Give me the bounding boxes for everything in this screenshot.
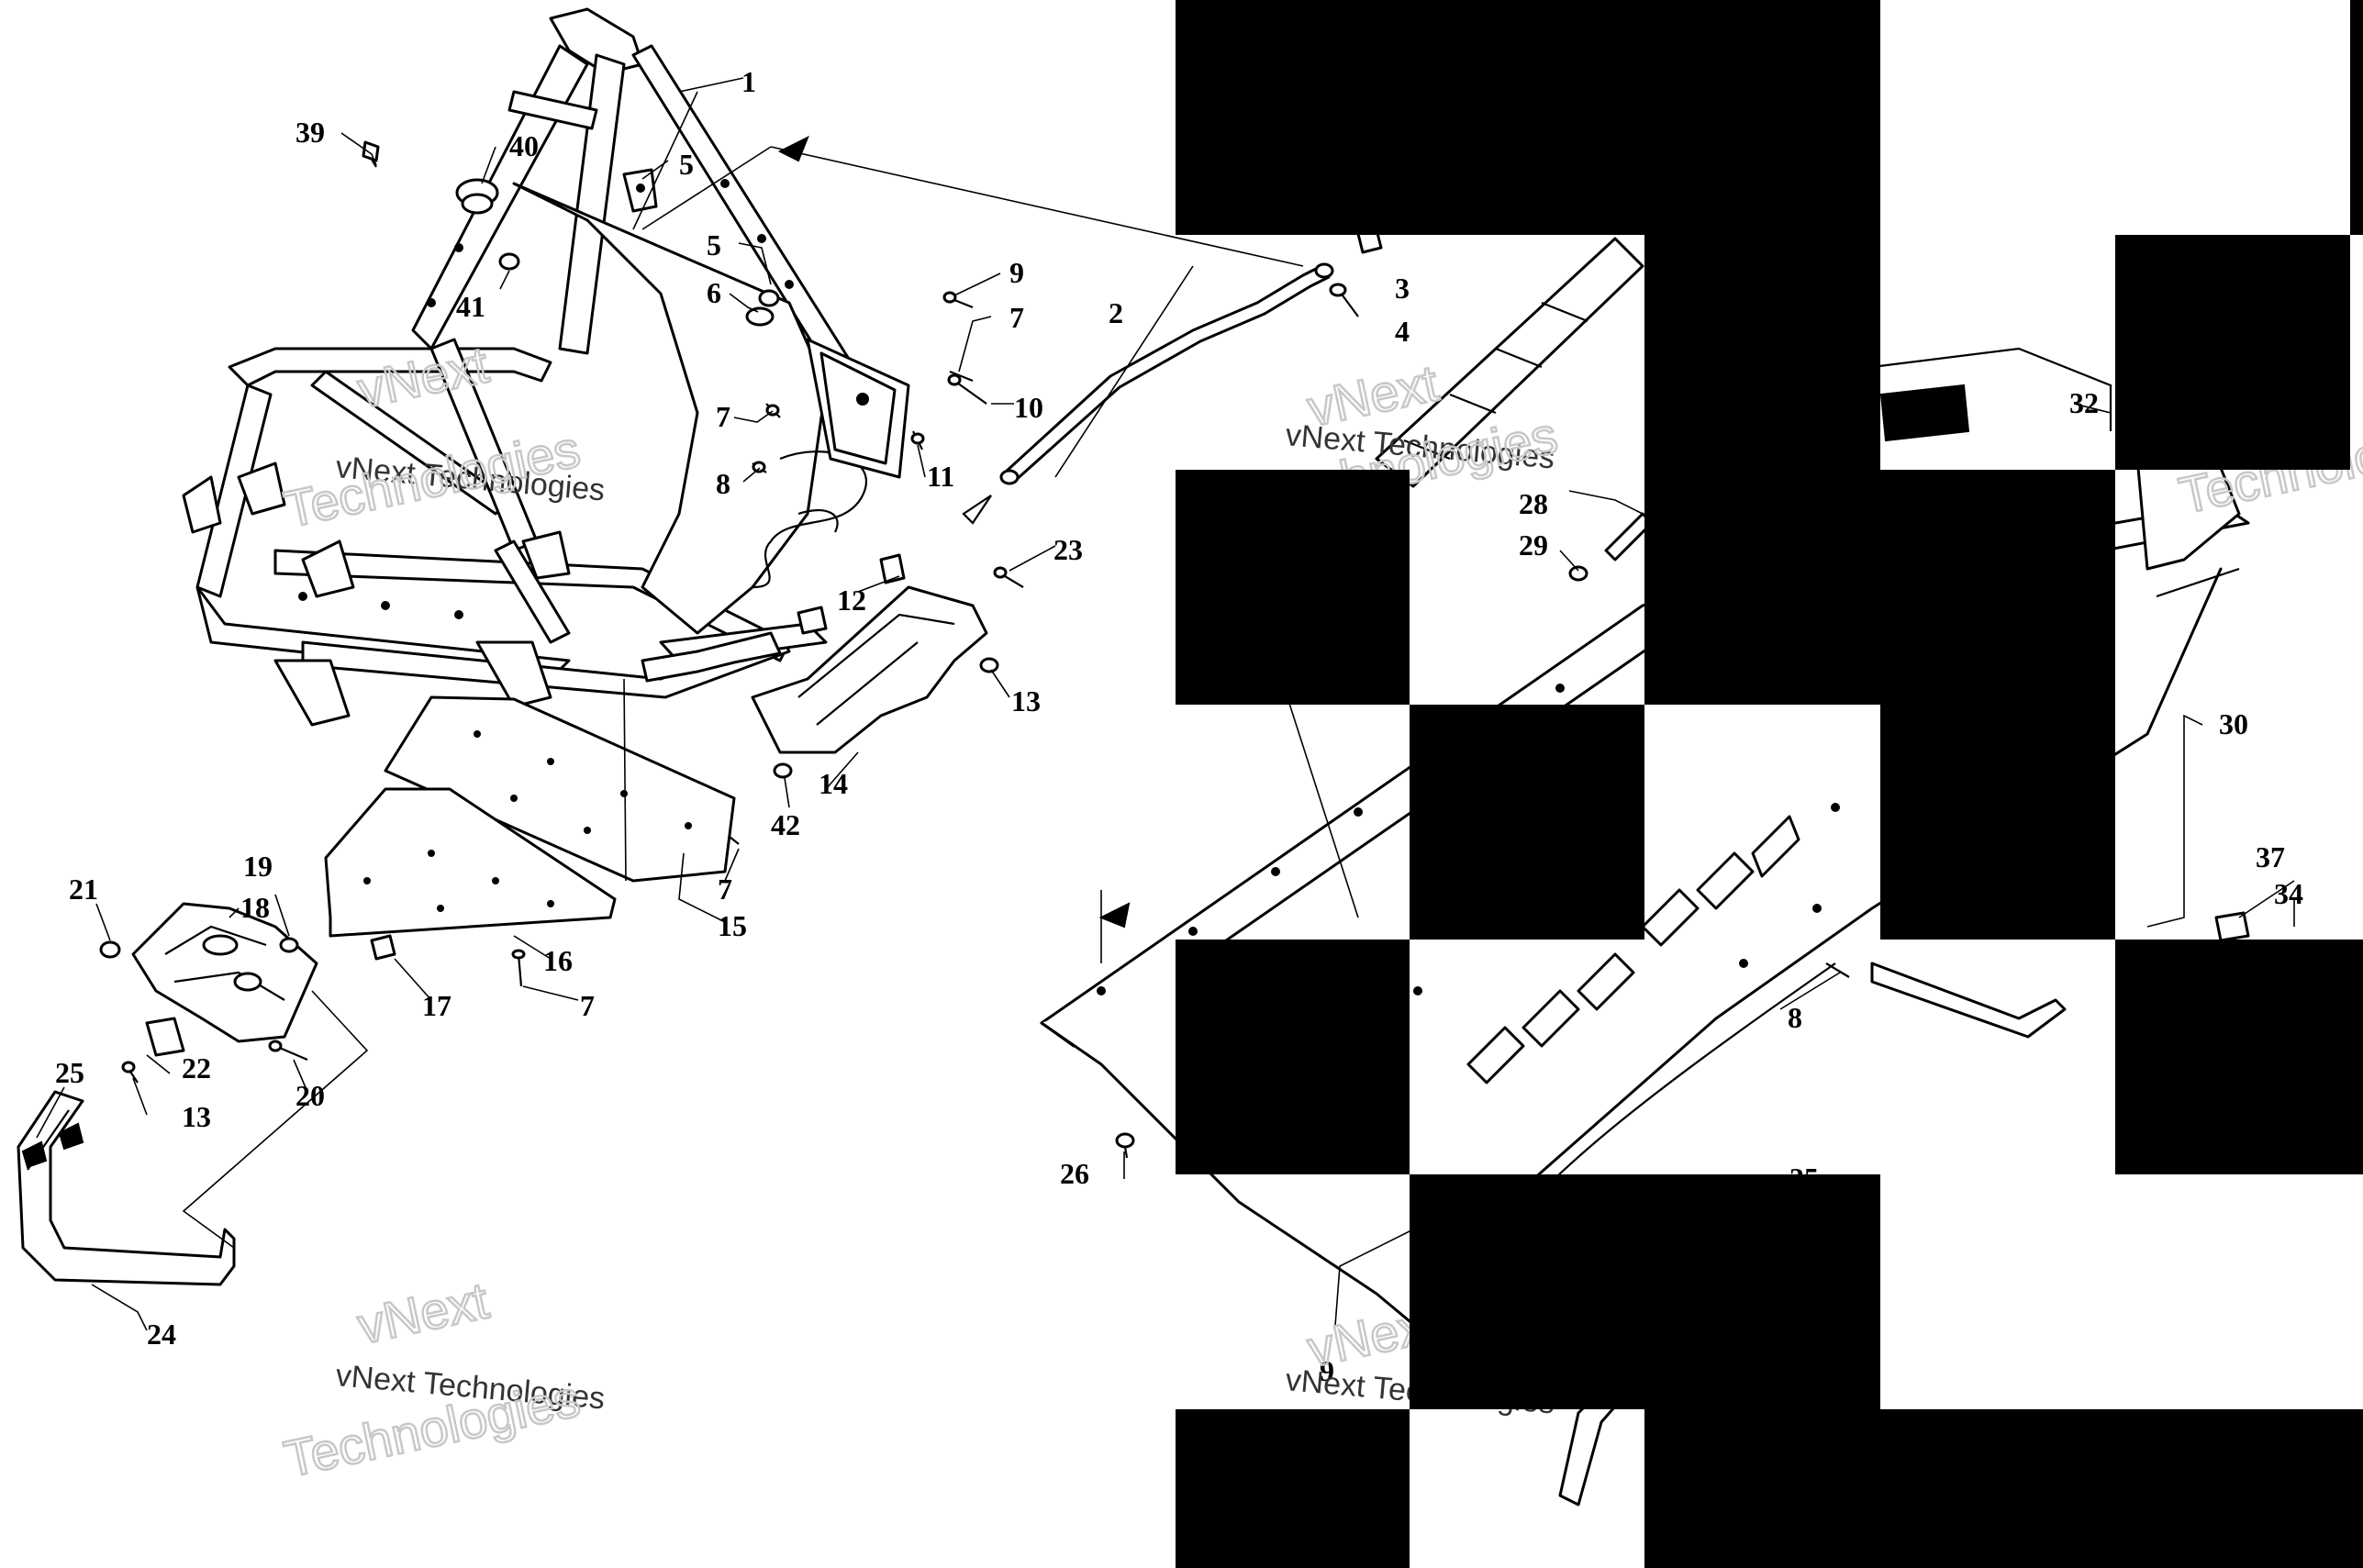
rivet-7c [729, 836, 740, 845]
watermark-large-a: vNext [352, 1271, 494, 1354]
callout-5b: 5 [707, 228, 721, 261]
callout-14: 14 [819, 767, 848, 800]
callout-20: 20 [295, 1079, 325, 1112]
latch-37-34 [2214, 911, 2250, 942]
callout-24: 24 [147, 1318, 176, 1351]
bracket-14 [751, 553, 999, 779]
callout-40: 40 [509, 129, 539, 162]
bumper-caps-25 [21, 1122, 84, 1169]
callout-10: 10 [1014, 391, 1043, 424]
callout-12: 12 [837, 584, 866, 617]
bracket-5a [622, 168, 658, 213]
callout-4: 4 [1395, 315, 1410, 348]
rivet-7d [511, 949, 526, 987]
callout-9a: 9 [1009, 256, 1024, 289]
callout-7b: 7 [716, 400, 730, 433]
callout-9b: 9 [1320, 1354, 1334, 1387]
arrow-outline [962, 495, 992, 525]
callout-7c: 7 [718, 873, 732, 906]
callout-30: 30 [2219, 707, 2248, 740]
watermark-large-b: Technologies [279, 419, 585, 539]
callout-17: 17 [422, 989, 451, 1022]
grommet-40 [455, 178, 499, 215]
redaction-mask [1176, 0, 2363, 1568]
clip-17 [370, 934, 396, 961]
callout-42: 42 [771, 808, 800, 841]
callout-6: 6 [707, 276, 721, 309]
callout-25: 25 [55, 1056, 84, 1089]
callout-37: 37 [2256, 840, 2285, 873]
callout-39: 39 [295, 116, 325, 149]
tunnel-vents [1466, 815, 1800, 1084]
callout-11: 11 [927, 460, 954, 493]
callout-34: 34 [2274, 877, 2303, 910]
skid-plate-16 [324, 787, 617, 938]
washer-6 [745, 306, 775, 327]
callout-16: 16 [543, 944, 573, 977]
arrow-tunnel [1098, 902, 1131, 929]
callout-8a: 8 [716, 467, 730, 500]
callout-3: 3 [1395, 272, 1410, 305]
callout-29: 29 [1519, 528, 1548, 562]
callout-1: 1 [741, 65, 756, 98]
callout-7a: 7 [1009, 301, 1024, 334]
callout-26: 26 [1060, 1157, 1089, 1190]
nut-5b [758, 289, 780, 307]
nut-21 [99, 940, 121, 959]
callout-labels: 1 39 40 5 5 6 41 9 7 10 7 8 11 2 3 4 23 … [55, 65, 2303, 1387]
fasteners-right-of-frame [752, 291, 1024, 588]
bolt-4 [1329, 283, 1359, 317]
callout-2: 2 [1109, 296, 1123, 329]
callout-5a: 5 [679, 148, 694, 181]
callout-19: 19 [243, 850, 273, 883]
callout-13b: 13 [182, 1100, 211, 1133]
callout-28: 28 [1519, 487, 1548, 520]
screw-13b [121, 1061, 139, 1084]
nut-41 [498, 252, 520, 271]
tube-2 [999, 262, 1334, 485]
callout-21: 21 [69, 873, 98, 906]
callout-23: 23 [1053, 533, 1083, 566]
knob-22 [145, 1017, 185, 1057]
callout-32: 32 [2069, 386, 2099, 419]
frame-assembly [182, 7, 910, 727]
callout-41: 41 [456, 290, 485, 323]
arrow-top [777, 135, 809, 162]
callout-15: 15 [718, 909, 747, 942]
callout-22: 22 [182, 1051, 211, 1084]
fastener-8b [1825, 962, 1850, 978]
fastener-39 [362, 140, 380, 168]
steering-bracket-18 [131, 902, 318, 1043]
screw-26 [1115, 1132, 1135, 1159]
leader-lines [36, 77, 2295, 1331]
screw-29 [1568, 565, 1588, 582]
callout-8b: 8 [1788, 1001, 1802, 1034]
callout-7d: 7 [580, 989, 595, 1022]
callout-13a: 13 [1011, 684, 1041, 717]
callout-18: 18 [240, 891, 270, 924]
label-decal-32 [1871, 347, 2112, 442]
belly-pan-15 [384, 695, 736, 883]
nut-19 [279, 937, 299, 953]
watermark-bottom-left: vNext Technologies vNext Technologies [278, 1270, 607, 1489]
bolt-20 [268, 1040, 308, 1062]
